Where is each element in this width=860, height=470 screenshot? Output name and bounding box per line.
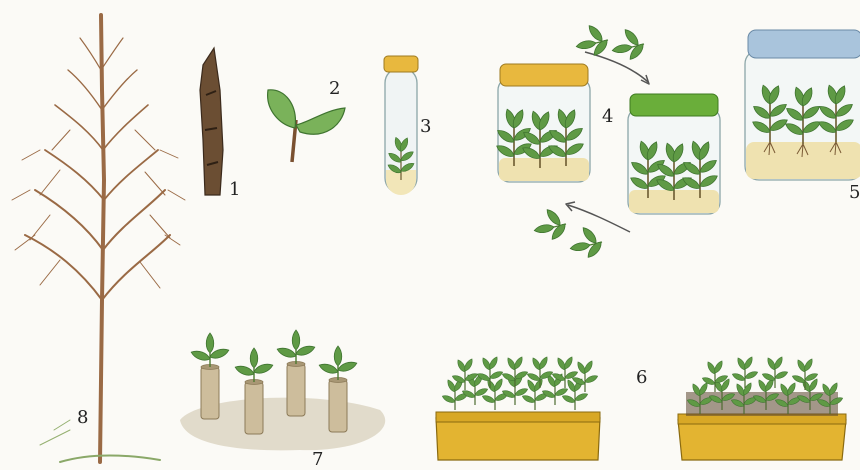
step-label-4: 4 [602, 108, 613, 126]
step-label-5: 5 [849, 184, 860, 202]
step-label-1: 1 [229, 181, 240, 199]
seedling-tray-right [678, 356, 846, 460]
step-label-6: 6 [636, 369, 647, 387]
step-label-3: 3 [420, 118, 431, 136]
bare-tree-illustration [12, 15, 185, 462]
arrow-forward [585, 52, 649, 84]
cuttings-sprigs-top [576, 23, 646, 61]
step-label-2: 2 [329, 80, 340, 98]
leaf-cutting-illustration [268, 90, 345, 162]
culture-jar-yellow [495, 64, 590, 182]
culture-jar-green [628, 94, 720, 214]
arrow-back [566, 202, 630, 232]
step-label-7: 7 [312, 451, 323, 469]
rooting-jar-blue [745, 30, 860, 180]
test-tube-illustration [384, 56, 418, 195]
stem-cutting-illustration [200, 48, 223, 195]
planted-tree-tubes [180, 330, 385, 450]
seedling-tray-left [436, 356, 600, 460]
step-label-8: 8 [77, 409, 88, 427]
